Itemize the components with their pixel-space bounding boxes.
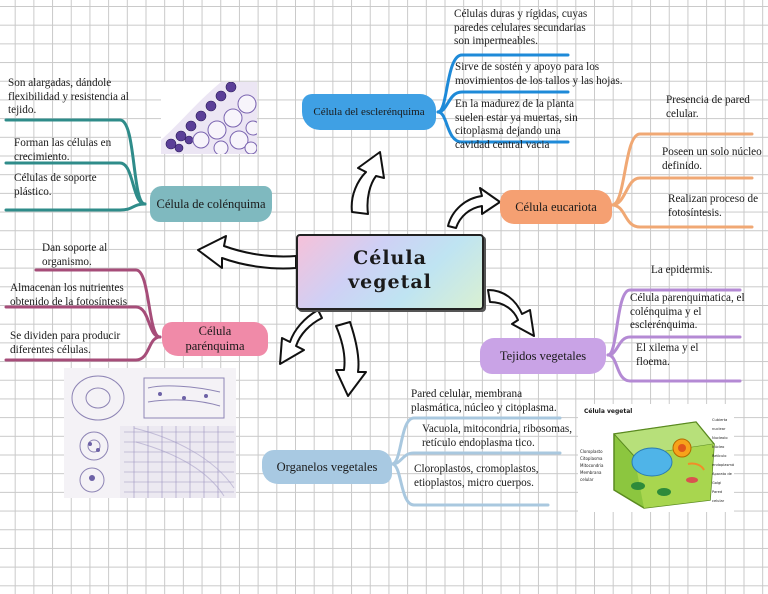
note-col-3: Células de soporte plástico. bbox=[14, 172, 97, 198]
note-org-1: Pared celular, membrana plasmática, núcl… bbox=[411, 388, 557, 414]
node-parenquima: Célula parénquima bbox=[162, 322, 268, 356]
arrow-to-parenquima bbox=[279, 309, 323, 365]
connector-euc-1 bbox=[610, 132, 754, 207]
diagram-label-cubierta: Cubierta nuclear bbox=[712, 418, 728, 431]
diagram-label-mitocondria: Mitocondria bbox=[580, 463, 604, 468]
diagram-label-nucleo: Núcleo bbox=[712, 445, 725, 449]
note-org-3: Cloroplastos, cromoplastos, etioplastos,… bbox=[414, 463, 539, 489]
diagram-label-reticulo: Retículo endoplasmático bbox=[712, 454, 734, 467]
connector-par-2 bbox=[4, 305, 162, 339]
parenchyma-tissue-drawing bbox=[64, 368, 236, 498]
diagram-label-citoplasma: Citoplasma bbox=[580, 456, 603, 461]
note-par-1: Dan soporte al organismo. bbox=[42, 242, 108, 268]
connector-col-3 bbox=[4, 202, 147, 212]
connector-par-3 bbox=[4, 335, 162, 362]
arrow-up-esclerenquima bbox=[350, 151, 385, 215]
diagram-label-golgi: Aparato de Golgi bbox=[712, 472, 732, 485]
sclerenchyma-micrograph bbox=[161, 82, 257, 154]
plant-cell-diagram: Célula vegetal Cloroplasto Citoplasma Mi… bbox=[578, 404, 734, 512]
note-euc-1: Presencia de pared celular. bbox=[666, 94, 750, 120]
node-parenquima-label: Célula parénquima bbox=[185, 324, 245, 353]
note-org-2: Vacuola, mitocondria, ribosomas, retícul… bbox=[422, 423, 573, 449]
connector-col-1 bbox=[4, 118, 147, 206]
note-escl-1: Células duras y rígidas, cuyas paredes c… bbox=[454, 8, 588, 47]
connector-tej-3 bbox=[606, 353, 742, 383]
node-esclerenquima-label: Célula del esclerénquima bbox=[313, 105, 425, 118]
plant-cell-labels-right: Cubierta nuclear Nucleolo Núcleo Retícul… bbox=[712, 416, 734, 506]
node-tejidos: Tejidos vegetales bbox=[480, 338, 606, 374]
note-escl-3: En la madurez de la planta suelen estar … bbox=[455, 98, 578, 151]
note-tej-2: Célula parenquimatica, el colénquima y e… bbox=[630, 292, 745, 331]
node-eucariota: Célula eucariota bbox=[500, 190, 612, 224]
connector-tej-1 bbox=[606, 288, 742, 357]
diagram-label-cloroplasto: Cloroplasto bbox=[580, 449, 603, 454]
connector-escl-3 bbox=[436, 110, 570, 144]
central-title: Célula vegetal bbox=[348, 247, 432, 293]
plant-cell-diagram-title: Célula vegetal bbox=[584, 408, 633, 415]
arrow-to-colenquima bbox=[197, 235, 297, 270]
arrow-to-eucariota bbox=[447, 187, 501, 229]
diagram-label-nucleolo: Nucleolo bbox=[712, 436, 728, 440]
plant-cell-drawing bbox=[612, 421, 715, 509]
node-organelos: Organelos vegetales bbox=[262, 450, 392, 484]
connector-col-2 bbox=[4, 161, 147, 206]
note-tej-1: La epidermis. bbox=[651, 264, 713, 276]
note-col-2: Forman las células en crecimiento. bbox=[14, 137, 112, 163]
node-colenquima-label: Célula de colénquima bbox=[156, 196, 266, 211]
node-colenquima: Célula de colénquima bbox=[150, 186, 272, 222]
connector-euc-3 bbox=[610, 203, 754, 229]
note-tej-3: El xilema y el floema. bbox=[636, 342, 699, 368]
node-esclerenquima: Célula del esclerénquima bbox=[302, 94, 436, 130]
node-organelos-label: Organelos vegetales bbox=[276, 459, 378, 474]
node-tejidos-label: Tejidos vegetales bbox=[499, 348, 587, 363]
note-euc-2: Poseen un solo núcleo definido. bbox=[662, 146, 762, 172]
central-node: Célula vegetal bbox=[296, 234, 484, 310]
arrow-to-tejidos bbox=[487, 289, 535, 337]
diagram-label-membrana: Membrana celular bbox=[580, 470, 602, 482]
node-eucariota-label: Célula eucariota bbox=[515, 199, 597, 214]
plant-cell-labels-left: Cloroplasto Citoplasma Mitocondria Membr… bbox=[580, 448, 612, 483]
diagram-label-pared: Pared celular bbox=[712, 490, 725, 503]
note-par-3: Se dividen para producir diferentes célu… bbox=[10, 330, 121, 356]
connector-org-3 bbox=[390, 462, 550, 507]
note-col-1: Son alargadas, dándole flexibilidad y re… bbox=[8, 77, 129, 116]
parenchyma-micrograph bbox=[64, 368, 236, 498]
sclerenchyma-cells-drawing bbox=[161, 82, 257, 154]
note-escl-2: Sirve de sostén y apoyo para los movimie… bbox=[455, 61, 623, 87]
connector-euc-2 bbox=[610, 176, 754, 207]
arrow-down-organelos bbox=[335, 321, 367, 397]
note-par-2: Almacenan los nutrientes obtenido de la … bbox=[10, 282, 128, 308]
note-euc-3: Realizan proceso de fotosíntesis. bbox=[668, 193, 759, 219]
